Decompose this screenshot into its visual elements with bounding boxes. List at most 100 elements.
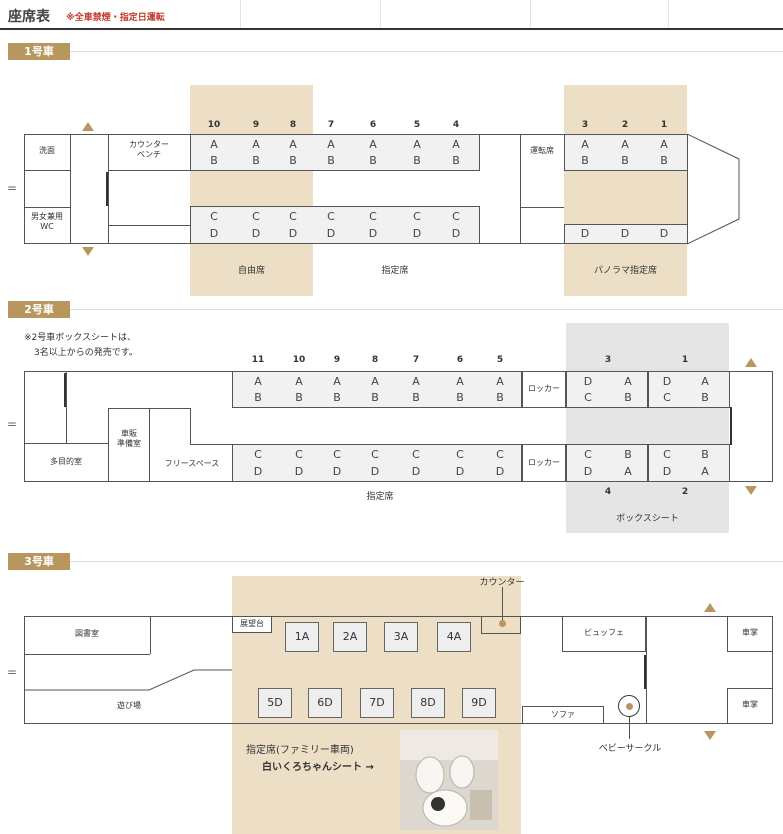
family-seat-9d[interactable]: 9D [462,688,496,718]
seat-b[interactable]: B [581,154,589,167]
seat-b[interactable]: B [254,391,262,404]
seat-b[interactable]: B [369,154,377,167]
box-seat-4[interactable] [566,444,648,482]
seat-d[interactable]: D [620,227,630,240]
seat-a[interactable]: A [624,375,632,388]
family-seat-7d[interactable]: 7D [360,688,394,718]
seat-a[interactable]: A [452,138,460,151]
seat-c[interactable]: C [452,210,460,223]
seat-a[interactable]: A [581,138,589,151]
seat-d[interactable]: D [451,227,461,240]
seat-number: 4 [452,120,460,130]
seat-a[interactable]: A [701,375,709,388]
car1-partition [520,134,521,244]
seat-c[interactable]: C [369,210,377,223]
seat-d[interactable]: D [495,465,505,478]
seat-d[interactable]: D [251,227,261,240]
seat-d[interactable]: D [288,227,298,240]
seat-b[interactable]: B [701,448,709,461]
family-seat-2a[interactable]: 2A [333,622,367,652]
seat-d[interactable]: D [326,227,336,240]
seat-a[interactable]: A [456,375,464,388]
seat-a[interactable]: A [295,375,303,388]
seat-b[interactable]: B [660,154,668,167]
seat-a[interactable]: A [327,138,335,151]
seat-b[interactable]: B [621,154,629,167]
seat-a[interactable]: A [254,375,262,388]
seat-b[interactable]: B [252,154,260,167]
seat-c[interactable]: C [295,448,303,461]
seat-b[interactable]: B [496,391,504,404]
box-seat-2[interactable] [648,444,730,482]
seat-a[interactable]: A [333,375,341,388]
seat-b[interactable]: B [289,154,297,167]
seat-d[interactable]: D [455,465,465,478]
seat-c[interactable]: C [333,448,341,461]
seat-a[interactable]: A [660,138,668,151]
seat-d[interactable]: D [662,465,672,478]
seat-a[interactable]: A [621,138,629,151]
seat-a[interactable]: A [412,375,420,388]
family-seat-8d[interactable]: 8D [411,688,445,718]
family-seat-4a[interactable]: 4A [437,622,471,652]
seat-d[interactable]: D [370,465,380,478]
seat-c[interactable]: C [327,210,335,223]
seat-number: 1 [660,120,668,130]
seat-b[interactable]: B [210,154,218,167]
seat-b[interactable]: B [413,154,421,167]
seat-b[interactable]: B [456,391,464,404]
seat-b[interactable]: B [412,391,420,404]
seat-d[interactable]: D [209,227,219,240]
seat-b[interactable]: B [371,391,379,404]
seat-c[interactable]: C [412,448,420,461]
seat-b[interactable]: B [295,391,303,404]
seat-a[interactable]: A [252,138,260,151]
seat-b[interactable]: B [701,391,709,404]
seat-c[interactable]: C [584,448,592,461]
seat-b[interactable]: B [452,154,460,167]
seat-d[interactable]: D [583,375,593,388]
family-seat-5d[interactable]: 5D [258,688,292,718]
family-seat-6d[interactable]: 6D [308,688,342,718]
seat-d[interactable]: D [332,465,342,478]
seat-a[interactable]: A [210,138,218,151]
car3-divider [70,561,783,562]
seat-c[interactable]: C [289,210,297,223]
seat-a[interactable]: A [413,138,421,151]
seat-c[interactable]: C [254,448,262,461]
seat-c[interactable]: C [413,210,421,223]
car2-partition [150,408,190,409]
seat-d[interactable]: D [659,227,669,240]
seat-c[interactable]: C [371,448,379,461]
seat-d[interactable]: D [662,375,672,388]
seat-d[interactable]: D [412,227,422,240]
seat-d[interactable]: D [411,465,421,478]
family-seat-1a[interactable]: 1A [285,622,319,652]
seat-a[interactable]: A [369,138,377,151]
seat-b[interactable]: B [327,154,335,167]
seat-c[interactable]: C [584,391,592,404]
seat-d[interactable]: D [253,465,263,478]
seat-c[interactable]: C [496,448,504,461]
box-seat-1[interactable] [648,371,730,408]
seat-b[interactable]: B [333,391,341,404]
family-seat-3a[interactable]: 3A [384,622,418,652]
seat-b[interactable]: B [624,391,632,404]
seat-c[interactable]: C [663,448,671,461]
seat-c[interactable]: C [252,210,260,223]
seat-c[interactable]: C [663,391,671,404]
direction-up-icon [82,122,94,131]
seat-a[interactable]: A [289,138,297,151]
seat-a[interactable]: A [624,465,632,478]
seat-c[interactable]: C [456,448,464,461]
seat-b[interactable]: B [624,448,632,461]
seat-d[interactable]: D [294,465,304,478]
seat-d[interactable]: D [368,227,378,240]
box-seat-3[interactable] [566,371,648,408]
seat-c[interactable]: C [210,210,218,223]
seat-d[interactable]: D [580,227,590,240]
seat-a[interactable]: A [371,375,379,388]
seat-d[interactable]: D [583,465,593,478]
seat-a[interactable]: A [701,465,709,478]
seat-a[interactable]: A [496,375,504,388]
